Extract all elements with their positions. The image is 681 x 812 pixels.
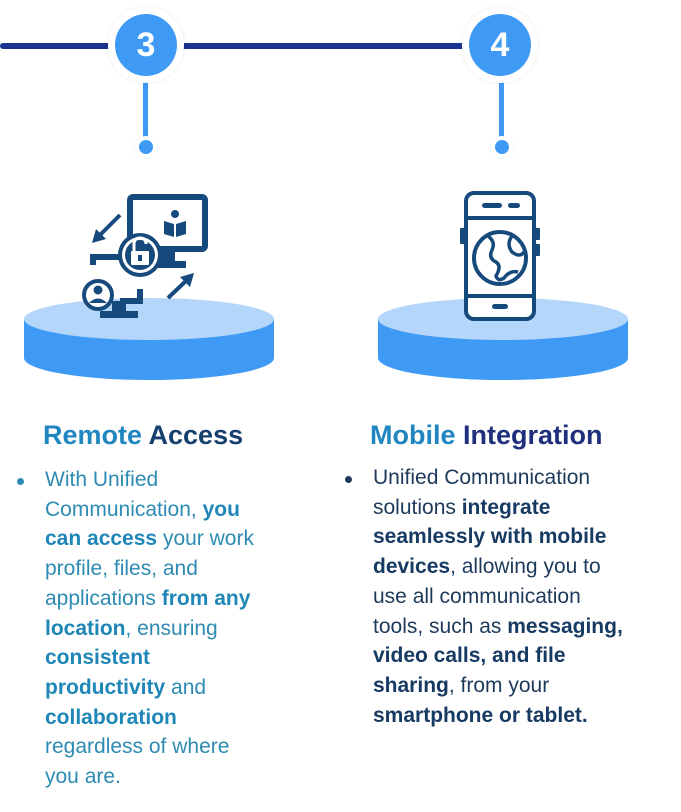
description-line: solutions integrate xyxy=(373,495,551,519)
step-3-stem-dot xyxy=(135,136,157,158)
step-4-title: Mobile Integration xyxy=(370,420,603,451)
description-line: smartphone or tablet. xyxy=(373,703,588,727)
step-3-badge: 3 xyxy=(108,7,184,83)
title-rest: Integration xyxy=(463,420,603,450)
step-4-badge: 4 xyxy=(462,7,538,83)
description-line: you are. xyxy=(45,765,121,789)
step-4-description: Unified Communication solutions integrate… xyxy=(373,463,673,730)
bullet-dot xyxy=(17,478,24,485)
step-3-podium xyxy=(24,298,274,380)
description-line: tools, such as messaging, xyxy=(373,614,623,638)
description-line: productivity and xyxy=(45,675,207,699)
description-line: Communication, you xyxy=(45,497,240,521)
step-4-stem xyxy=(499,80,504,146)
description-line: use all communication xyxy=(373,584,581,608)
description-line: devices, allowing you to xyxy=(373,555,601,579)
mobile-globe-icon xyxy=(460,190,540,327)
description-line: video calls, and file xyxy=(373,644,566,668)
step-3-title: Remote Access xyxy=(43,420,243,451)
step-4-number: 4 xyxy=(469,14,531,76)
description-line: regardless of where xyxy=(45,735,230,759)
step-4-stem-dot xyxy=(491,136,513,158)
description-line: profile, files, and xyxy=(45,557,198,581)
description-line: With Unified xyxy=(45,468,159,491)
bullet-dot xyxy=(345,476,352,483)
remote-access-icon xyxy=(78,193,213,328)
description-line: Unified Communication xyxy=(373,466,591,489)
description-line: can access your work xyxy=(45,527,254,551)
title-highlight: Mobile xyxy=(370,420,456,450)
description-line: seamlessly with mobile xyxy=(373,525,607,549)
step-3-number: 3 xyxy=(115,14,177,76)
timeline-line xyxy=(0,43,470,49)
title-highlight: Remote xyxy=(43,420,143,450)
step-3-stem xyxy=(143,80,148,146)
description-line: collaboration xyxy=(45,705,177,729)
description-line: location, ensuring xyxy=(45,616,218,640)
description-line: sharing, from your xyxy=(373,673,550,697)
title-rest: Access xyxy=(148,420,244,450)
description-line: applications from any xyxy=(45,586,251,610)
description-line: consistent xyxy=(45,646,151,670)
